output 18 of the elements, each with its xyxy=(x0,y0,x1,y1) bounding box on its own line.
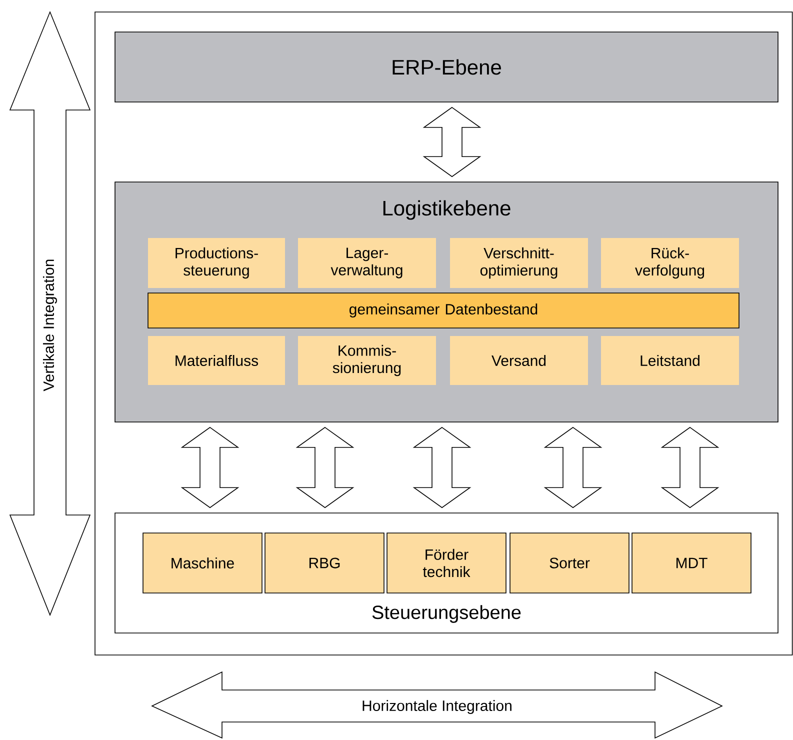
module-box: Rück- verfolgung xyxy=(601,238,739,288)
data-bar: gemeinsamer Datenbestand xyxy=(148,292,740,328)
arrow-label: Horizontale Integration xyxy=(362,700,512,714)
frame-box xyxy=(94,12,793,656)
device-box: Sorter xyxy=(510,532,630,594)
device-box: MDT xyxy=(632,532,752,594)
module-box: Versand xyxy=(450,336,588,385)
module-box: Materialfluss xyxy=(148,336,285,385)
device-box: RBG xyxy=(264,532,384,594)
device-box: Maschine xyxy=(142,532,262,594)
arrow-label: Vertikale Integration xyxy=(43,260,57,392)
module-box: Verschnitt- optimierung xyxy=(450,238,588,288)
module-box: Productions- steuerung xyxy=(148,238,285,288)
module-box: Lager- verwaltung xyxy=(298,238,436,288)
device-box: Förder technik xyxy=(386,532,506,594)
module-box: Leitstand xyxy=(601,336,739,385)
layer-box: ERP-Ebene xyxy=(114,32,778,102)
module-box: Kommis- sionierung xyxy=(298,336,436,385)
